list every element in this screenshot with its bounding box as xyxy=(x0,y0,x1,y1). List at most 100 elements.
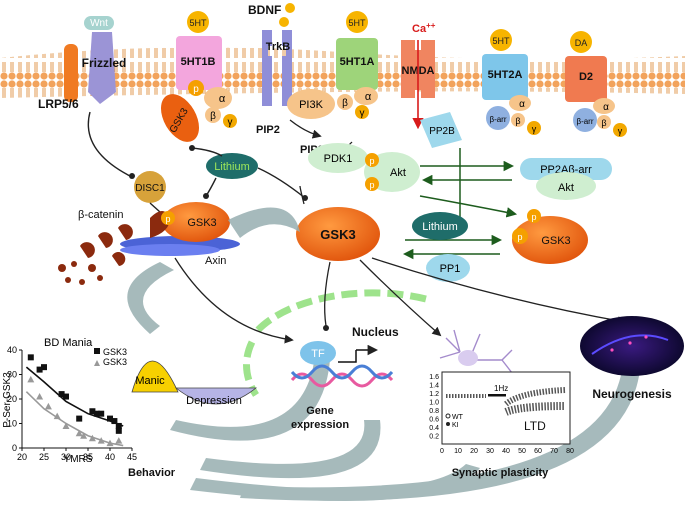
g-alpha-1a xyxy=(354,87,378,105)
lithium-right: Lithium PP1 xyxy=(412,212,470,282)
gsk3-central: GSK3 xyxy=(296,207,380,261)
svg-text:β: β xyxy=(342,98,348,109)
y-tick-label: 20 xyxy=(7,394,17,404)
y-tick-label: 40 xyxy=(7,345,17,355)
x-tick-label: 30 xyxy=(61,452,71,462)
x-tick-label: 35 xyxy=(83,452,93,462)
svg-text:GSK3: GSK3 xyxy=(541,235,570,247)
svg-text:α: α xyxy=(603,102,609,113)
point-square xyxy=(41,364,47,371)
depression-shape xyxy=(174,387,258,405)
frizzled-label: Frizzled xyxy=(82,56,127,70)
plast-x-tick-label: 30 xyxy=(486,448,494,455)
svg-text:1Hz: 1Hz xyxy=(494,384,508,393)
g-beta-1a xyxy=(337,94,353,110)
legend-square xyxy=(94,348,100,354)
legend-gsk3-2: GSK3 xyxy=(103,357,127,367)
expression-label: expression xyxy=(291,419,349,431)
barr-2a xyxy=(486,106,510,130)
da-ligand xyxy=(570,31,592,53)
lrp-label: LRP5/6 xyxy=(38,97,79,111)
svg-text:PI3K: PI3K xyxy=(299,99,324,111)
svg-text:KI: KI xyxy=(452,422,459,429)
svg-text:β-arr: β-arr xyxy=(576,117,593,126)
chart-ylabel: P-Ser-GSK3 xyxy=(2,372,13,428)
5ht2a-receptor xyxy=(482,54,528,100)
point-square xyxy=(27,354,34,361)
destruction-complex: β-catenin Axin GSK3 p xyxy=(58,202,240,285)
5ht1a-receptor-complex: 5HT 5HT1A PI3K β α γ xyxy=(287,11,378,119)
5ht2a-label: 5HT2A xyxy=(488,69,523,81)
plast-y-tick-label: 0.8 xyxy=(429,408,439,415)
pdk1-akt-complex: PDK1 Akt p p xyxy=(308,143,420,192)
pi3k xyxy=(287,89,335,119)
pp2b: PP2B xyxy=(420,112,462,148)
gsk3-phosphorylated: GSK3 p p xyxy=(512,209,588,264)
chart-title: BD Mania xyxy=(44,337,93,349)
behavior-label: Behavior xyxy=(128,467,176,479)
g-beta-2a xyxy=(511,113,525,127)
svg-text:GSK3: GSK3 xyxy=(320,227,355,242)
wnt-frizzled-complex: Wnt Frizzled LRP5/6 xyxy=(38,16,126,111)
point-triangle xyxy=(27,375,35,383)
5ht2a-receptor-complex: 5HT 5HT2A α β-arr β γ xyxy=(482,29,541,135)
svg-text:p: p xyxy=(531,212,536,222)
svg-text:5HT: 5HT xyxy=(492,36,510,46)
plast-y-tick-label: 0.4 xyxy=(429,425,439,432)
beta-catenin-label: β-catenin xyxy=(78,209,123,221)
g-alpha-2a xyxy=(509,95,531,111)
plast-x-tick-label: 40 xyxy=(502,448,510,455)
plast-x-tick-label: 60 xyxy=(534,448,542,455)
point-square xyxy=(89,408,96,415)
trkb-right xyxy=(282,30,292,106)
akt-p2 xyxy=(365,177,379,191)
g-alpha xyxy=(204,87,232,109)
point-triangle xyxy=(115,437,123,444)
g-gamma-1a xyxy=(355,105,369,119)
behavior-mood: Manic Depression Behavior xyxy=(128,360,258,479)
plast-x-tick-label: 10 xyxy=(454,448,462,455)
akt-p1 xyxy=(365,153,379,167)
plast-x-tick-label: 70 xyxy=(550,448,558,455)
plast-y-tick-label: 1.0 xyxy=(429,400,439,407)
bdnf-ligand xyxy=(285,3,295,13)
y-tick-label: 30 xyxy=(7,370,17,380)
nucleus: Nucleus TF Gene expression xyxy=(243,289,431,431)
neurogenesis: Neurogenesis xyxy=(580,316,684,401)
svg-text:PIP2: PIP2 xyxy=(256,124,280,136)
fit-line-1 xyxy=(25,391,124,447)
pp2a-akt-complex: PP2Aβ-arr Akt xyxy=(520,158,612,200)
x-tick-label: 45 xyxy=(127,452,137,462)
svg-text:γ: γ xyxy=(360,108,365,119)
frizzled-receptor xyxy=(88,32,116,104)
svg-text:β-arr: β-arr xyxy=(489,115,506,124)
svg-text:p: p xyxy=(165,214,170,224)
point-square xyxy=(63,393,69,400)
gsk3-central-shape xyxy=(296,207,380,261)
nmda-receptor: Ca++ NMDA xyxy=(401,21,436,130)
svg-text:PP2Aβ-arr: PP2Aβ-arr xyxy=(540,164,592,176)
svg-text:p: p xyxy=(369,180,374,190)
point-triangle xyxy=(44,402,52,410)
x-tick-label: 20 xyxy=(17,452,27,462)
plast-x-tick-label: 50 xyxy=(518,448,526,455)
ltd-label: LTD xyxy=(524,419,546,433)
plast-y-tick-label: 1.6 xyxy=(429,374,439,381)
svg-text:GSK3: GSK3 xyxy=(187,217,216,229)
nucleus-label: Nucleus xyxy=(352,325,399,339)
g-alpha-d2 xyxy=(593,98,615,114)
g-gamma xyxy=(223,114,237,128)
neurogenesis-image xyxy=(580,316,684,376)
plast-x-tick-label: 0 xyxy=(440,448,444,455)
neuron-body xyxy=(458,350,478,366)
pip2-to-pip3-arrow xyxy=(289,119,322,139)
5ht1b-receptor-complex: 5HT 5HT1B GSK3 p α β γ xyxy=(161,11,237,142)
svg-text:5HT: 5HT xyxy=(189,18,207,28)
point-square xyxy=(76,415,83,422)
point-triangle xyxy=(75,429,83,437)
x-tick-label: 40 xyxy=(105,452,115,462)
gene-label: Gene xyxy=(306,405,334,417)
g-gamma-d2 xyxy=(613,123,627,137)
